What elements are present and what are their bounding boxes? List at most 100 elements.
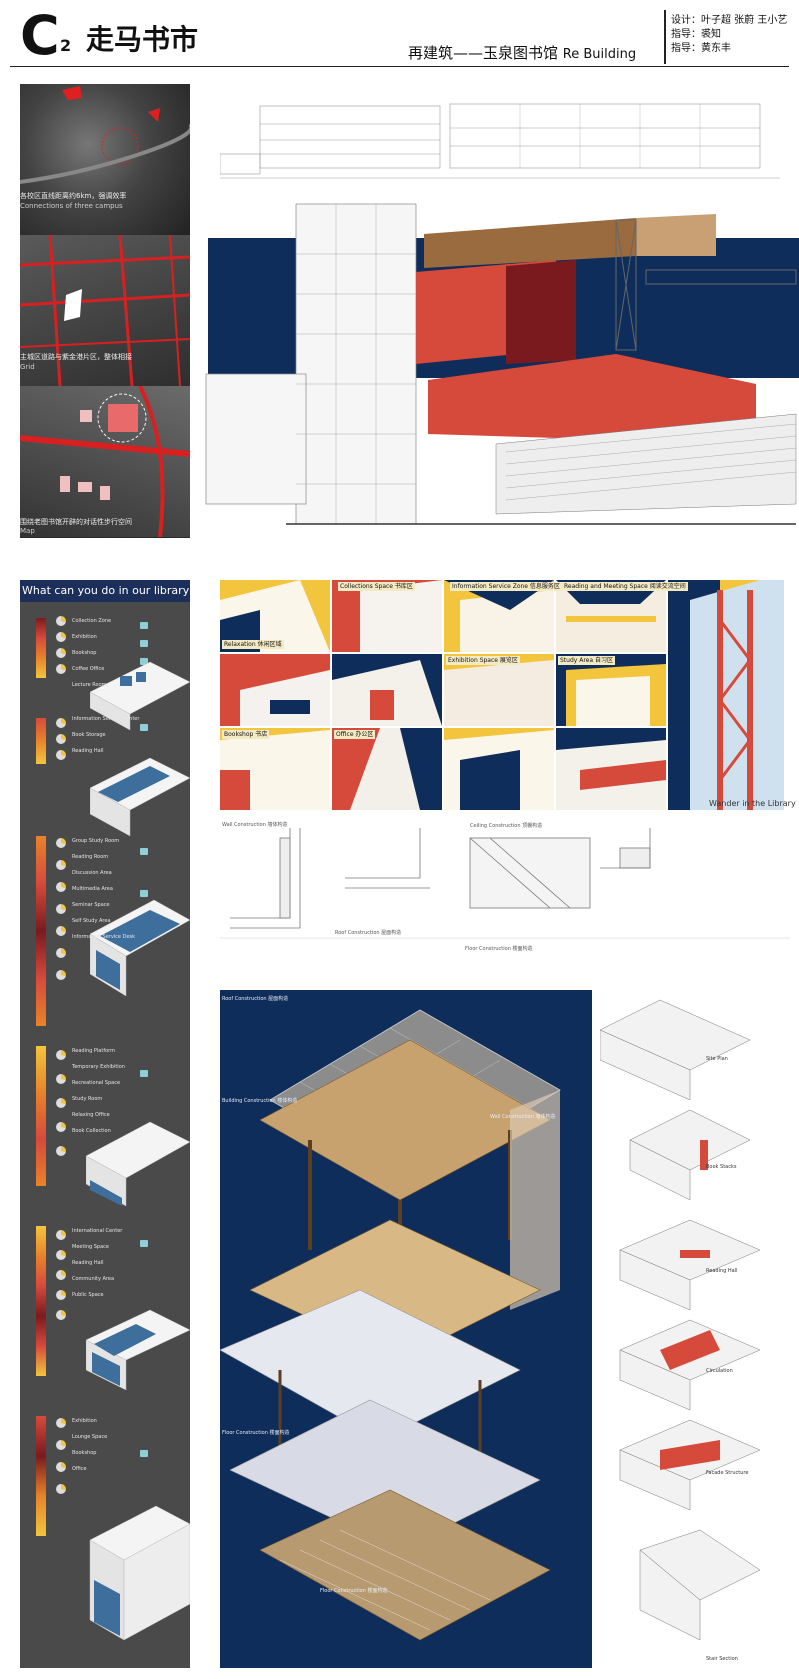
credit-advisor-1: 指导：裘知 [671, 29, 721, 40]
detail-label: Wall Construction 墙体构造 [222, 822, 288, 828]
people-icon [140, 1070, 148, 1077]
project-title-en: Re Building [562, 47, 637, 62]
site-map: 围绕老图书馆开辟的对话性步行空间 Map [20, 386, 190, 537]
credit-designers: 设计：叶子超 张蔚 王小艺 [671, 15, 788, 26]
sidebar-title: What can you do in our library ? [20, 580, 190, 602]
page-header: C 2 走马书市 再建筑——玉泉图书馆 Re Building 设计：叶子超 张… [0, 0, 799, 70]
pie-chart-icon [56, 1050, 66, 1060]
pie-chart-icon [56, 1462, 66, 1472]
people-icon [140, 640, 148, 647]
grid-map: 主城区道路与紫金港片区，整体相接 Grid [20, 235, 190, 386]
map-caption-en: Grid [20, 363, 35, 371]
detail-label: Floor Construction 楼面构造 [465, 946, 533, 952]
axo-label: Roof Construction 屋面构造 [222, 996, 289, 1002]
bar-indicator-icon [36, 1226, 46, 1376]
project-title: 再建筑——玉泉图书馆 Re Building [408, 42, 636, 63]
pie-chart-icon [56, 1230, 66, 1240]
program-item-label: Book Storage [72, 732, 106, 738]
pie-chart-icon [56, 948, 66, 958]
wander-caption: Wander in the Library [709, 799, 796, 808]
program-volume [90, 661, 190, 730]
pie-chart-icon [56, 1270, 66, 1280]
pie-chart-icon [56, 632, 66, 642]
program-volume [89, 1505, 190, 1641]
bar-indicator-icon [36, 718, 46, 764]
pie-chart-icon [56, 664, 66, 674]
pie-chart-icon [56, 1074, 66, 1084]
axo-label: Floor Construction 楼面构造 [320, 1588, 388, 1594]
diagram-column [600, 999, 761, 1641]
diagram-label: Circulation [706, 1368, 733, 1374]
pie-chart-icon [56, 970, 66, 980]
program-item-label: Community Area [72, 1276, 115, 1282]
program-item-label: Recreational Space [72, 1080, 121, 1086]
pie-chart-icon [56, 1098, 66, 1108]
map-caption: 围绕老图书馆开辟的对话性步行空间 [20, 518, 132, 526]
bar-indicator-icon [36, 836, 46, 1026]
program-item-label: Exhibition [72, 634, 97, 640]
section-perspective [205, 203, 799, 525]
pie-chart-icon [56, 860, 66, 870]
bar-indicator-icon [36, 1416, 46, 1536]
program-volume [86, 1309, 190, 1390]
header-rule [10, 66, 789, 67]
program-item-label: Collection Zone [72, 618, 112, 624]
axo-label: Building Construction 楼体构造 [222, 1098, 298, 1104]
program-item-label: Multimedia Area [72, 886, 113, 892]
pie-chart-icon [56, 1122, 66, 1132]
pie-chart-icon [56, 718, 66, 728]
detail-label: Ceiling Construction 顶棚构造 [470, 823, 543, 829]
program-item-label: Public Space [72, 1292, 104, 1298]
map-caption: 主城区道路与紫金港片区，整体相接 [20, 353, 132, 361]
people-icon [140, 724, 148, 731]
program-item-label: Reading Platform [72, 1048, 115, 1054]
campus-map: 各校区直线距离约6km，强调效率 Connections of three ca… [20, 84, 190, 235]
view-caption: Office 办公区 [334, 730, 376, 739]
program-item-label: Office [72, 1466, 87, 1472]
program-volume [90, 899, 190, 997]
program-item-label: Exhibition [72, 1418, 97, 1424]
view-caption: Information Service Zone 信息服务区 [450, 582, 562, 591]
detail-label: Roof Construction 屋面构造 [335, 930, 402, 936]
view-caption: Bookshop 书店 [222, 730, 270, 739]
pie-chart-icon [56, 926, 66, 936]
program-item-label: Coffee Office [72, 666, 105, 672]
logo-subscript: 2 [60, 36, 72, 55]
pie-chart-icon [56, 904, 66, 914]
program-item-label: Temporary Exhibition [72, 1064, 125, 1070]
program-volume [90, 757, 190, 837]
program-item-label: Reading Hall [72, 1260, 104, 1266]
book-title: 走马书市 [86, 23, 199, 56]
program-sidebar: What can you do in our library ? Collect… [20, 580, 190, 1668]
program-item-label: Reading Hall [72, 748, 104, 754]
pie-chart-icon [56, 1310, 66, 1320]
program-item-label: Study Room [72, 1096, 103, 1102]
program-item-label: Bookshop [72, 1450, 97, 1456]
view-caption: Exhibition Space 展览区 [446, 656, 520, 665]
pie-chart-icon [56, 1290, 66, 1300]
project-title-cn: 再建筑——玉泉图书馆 [408, 44, 559, 62]
interior-views [220, 580, 784, 810]
pie-chart-icon [56, 1250, 66, 1260]
pie-chart-icon [56, 1146, 66, 1156]
program-item-label: Bookshop [72, 650, 97, 656]
bar-indicator-icon [36, 1046, 46, 1186]
construction-details [220, 828, 790, 939]
program-item-label: Lounge Space [72, 1434, 108, 1440]
program-volume [86, 1121, 190, 1207]
header-divider [664, 10, 666, 64]
program-item-label: Self Study Area [72, 918, 111, 924]
diagram-label: Site Plan [706, 1056, 728, 1062]
credit-advisor-2: 指导：黄东丰 [671, 43, 731, 54]
program-item-label: Meeting Space [72, 1244, 109, 1250]
campus-map-graphic [20, 86, 190, 184]
credits: 设计：叶子超 张蔚 王小艺 指导：裘知 指导：黄东丰 [671, 14, 787, 56]
pie-chart-icon [56, 616, 66, 626]
bar-indicator-icon [36, 618, 46, 678]
program-item-label: International Center [72, 1228, 123, 1234]
pie-chart-icon [56, 734, 66, 744]
axo-label: Floor Construction 楼面构造 [222, 1430, 290, 1436]
pie-chart-icon [56, 1418, 66, 1428]
site-maps: 各校区直线距离约6km，强调效率 Connections of three ca… [20, 84, 190, 538]
